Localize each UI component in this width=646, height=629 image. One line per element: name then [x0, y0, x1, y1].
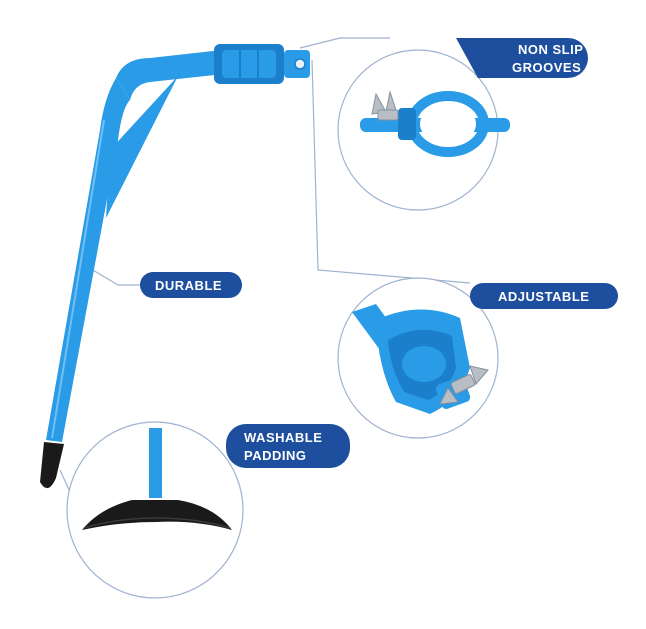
callout-adjustable: ADJUSTABLE: [470, 283, 618, 309]
clamp-detail-icon: [360, 90, 510, 157]
detail-circle-adjustable: [337, 277, 499, 439]
padding-pad-icon: [82, 428, 232, 530]
clamp-closeup-icon: [352, 304, 489, 414]
detail-circle-nonslip: [337, 49, 510, 211]
rubber-foot-icon: [40, 442, 64, 489]
nonslip-label-line1: NON SLIP: [518, 42, 583, 57]
adjustable-label: ADJUSTABLE: [498, 289, 589, 304]
callout-durable: DURABLE: [140, 272, 242, 298]
bracket-product: [40, 44, 310, 489]
bracket-arm: [116, 50, 224, 100]
bracket-leg-highlight: [51, 119, 105, 439]
bracket-gusset: [106, 76, 178, 218]
durable-label: DURABLE: [155, 278, 222, 293]
detail-circle-washable: [66, 421, 244, 599]
wing-nut-icon-2: [439, 365, 489, 405]
bracket-leg: [46, 78, 130, 442]
leader-washable: [59, 469, 71, 493]
callout-nonslip: NON SLIP GROOVES: [456, 38, 588, 78]
bracket-clamp-face: [222, 50, 276, 78]
callout-washable: WASHABLE PADDING: [226, 424, 350, 468]
bracket-hole: [294, 58, 306, 70]
washable-label-line2: PADDING: [244, 448, 306, 463]
washable-label-line1: WASHABLE: [244, 430, 322, 445]
leader-durable: [85, 265, 148, 286]
nonslip-label-line2: GROOVES: [512, 60, 581, 75]
wing-nut-icon: [371, 90, 399, 121]
leader-nonslip: [299, 37, 390, 49]
